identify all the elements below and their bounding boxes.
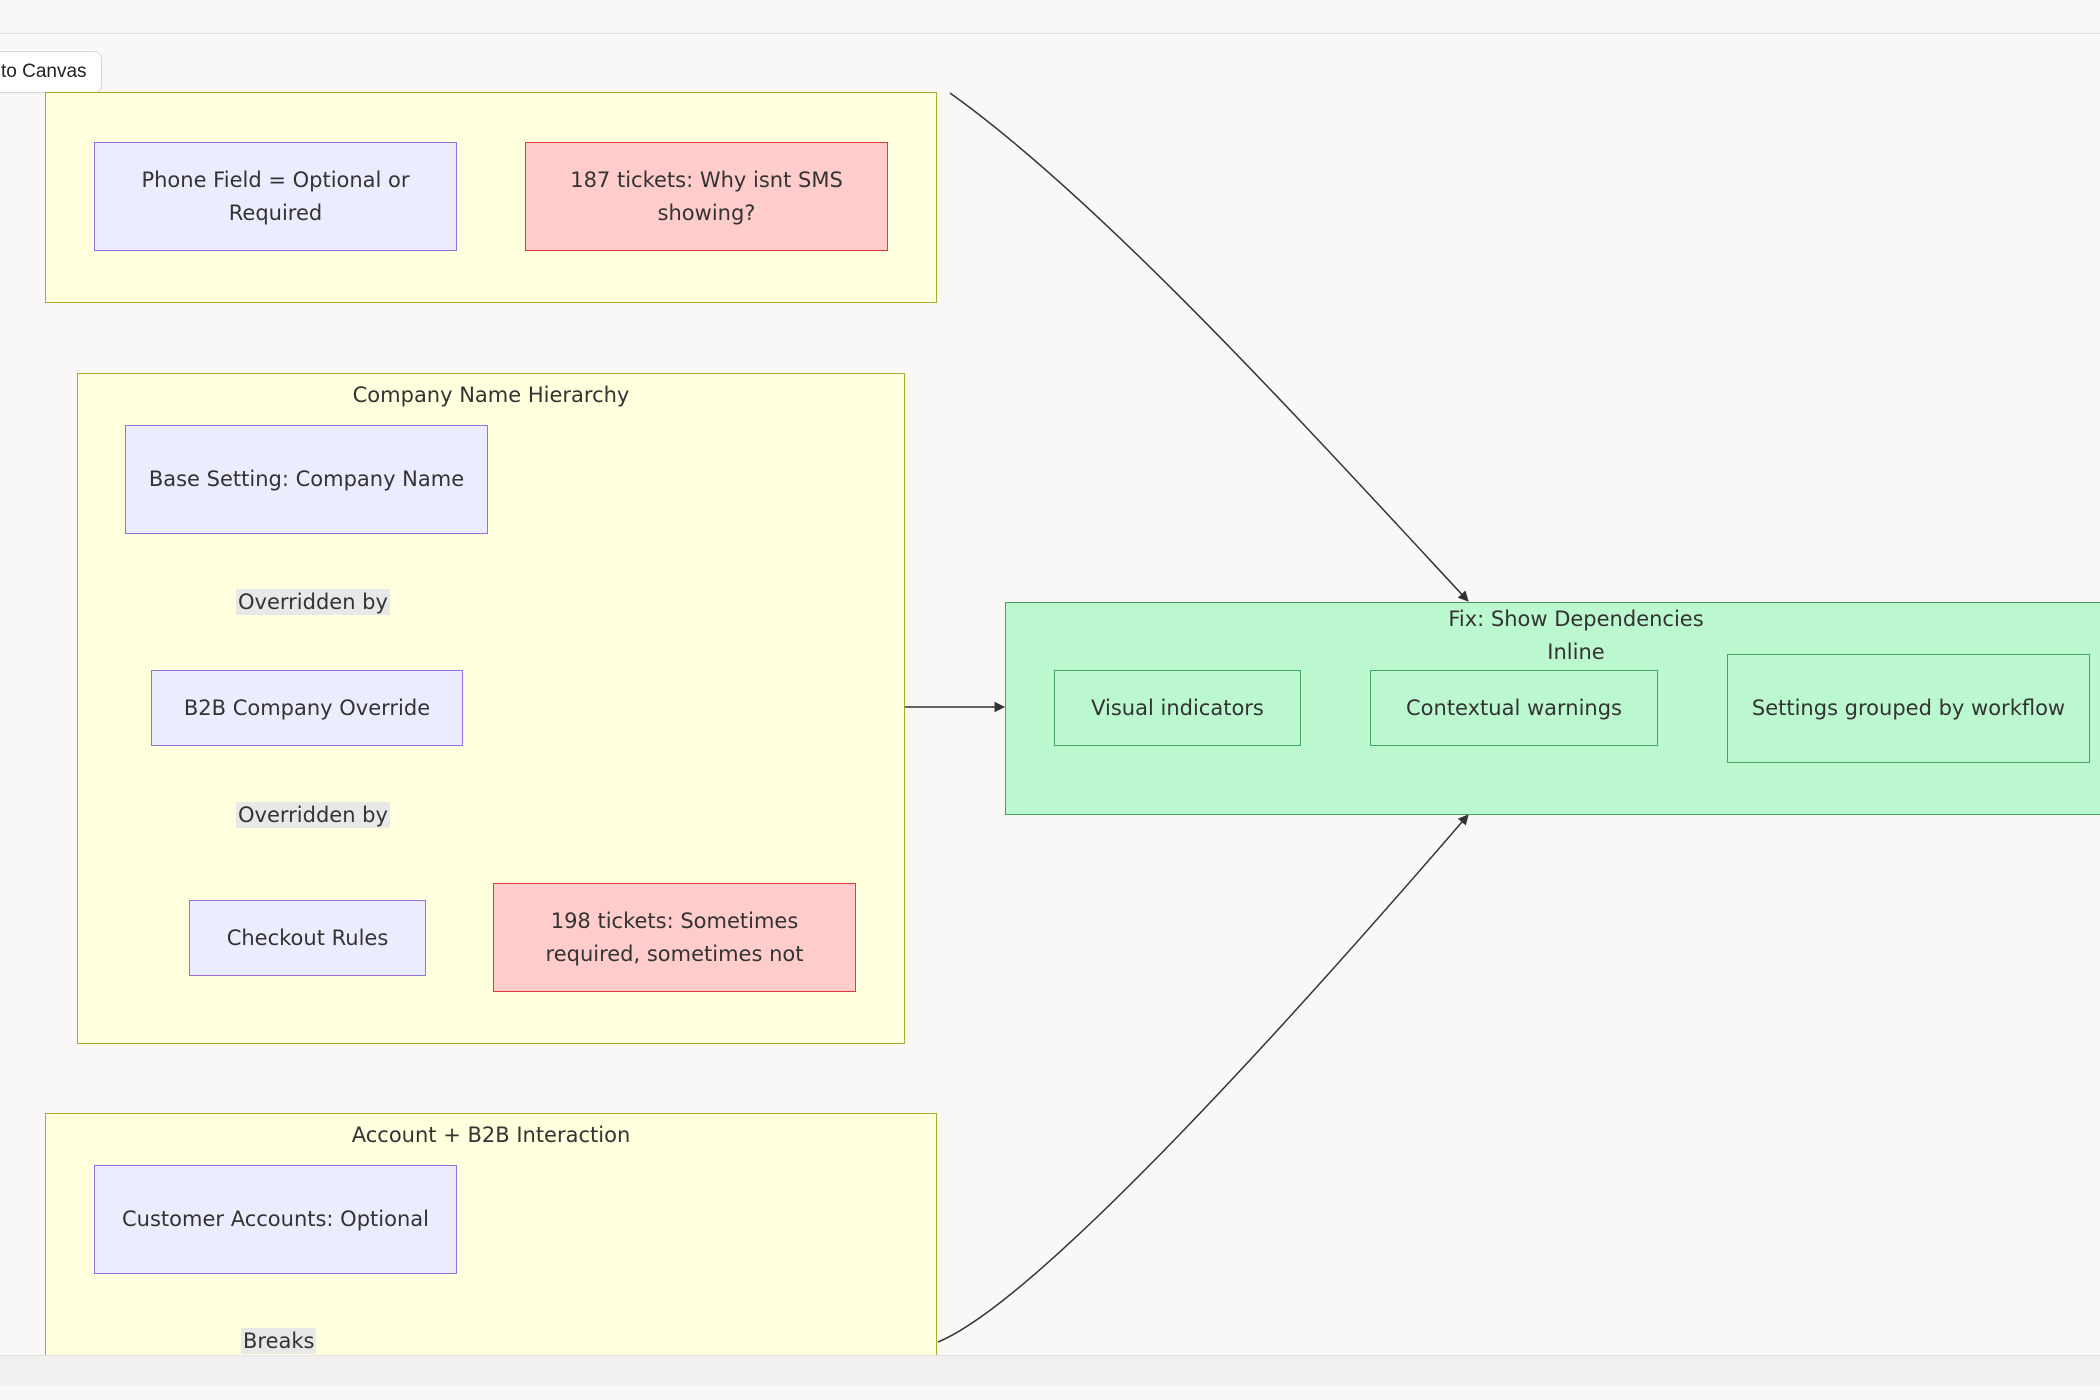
sms-tickets-node[interactable]: 187 tickets: Why isnt SMS showing?	[525, 142, 888, 251]
checkout-rules-node[interactable]: Checkout Rules	[189, 900, 426, 976]
customer-accounts-node[interactable]: Customer Accounts: Optional	[94, 1165, 457, 1274]
visual-indicators-node[interactable]: Visual indicators	[1054, 670, 1301, 746]
b2b-company-override-node[interactable]: B2B Company Override	[151, 670, 463, 746]
contextual-warnings-node[interactable]: Contextual warnings	[1370, 670, 1658, 746]
overridden-by-label: Overridden by	[236, 589, 390, 615]
edge-phone-to-fix	[949, 92, 1469, 602]
breaks-label: Breaks	[241, 1328, 317, 1354]
checkout-tickets-node[interactable]: 198 tickets: Sometimes required, sometim…	[493, 883, 856, 992]
overridden-by-label: Overridden by	[236, 802, 390, 828]
cluster-title: Account + B2B Interaction	[351, 1123, 631, 1147]
cluster-title: Fix: Show Dependencies Inline	[1448, 607, 1704, 664]
cluster-title: Company Name Hierarchy	[352, 383, 630, 407]
base-setting-node[interactable]: Base Setting: Company Name	[125, 425, 488, 534]
settings-grouped-node[interactable]: Settings grouped by workflow	[1727, 654, 2090, 763]
top-toolbar	[0, 0, 2100, 34]
edge-account-to-fix	[937, 814, 1469, 1343]
open-in-canvas-button[interactable]: to Canvas	[0, 51, 102, 93]
phone-field-node[interactable]: Phone Field = Optional or Required	[94, 142, 457, 251]
bottom-bar	[0, 1355, 2100, 1386]
